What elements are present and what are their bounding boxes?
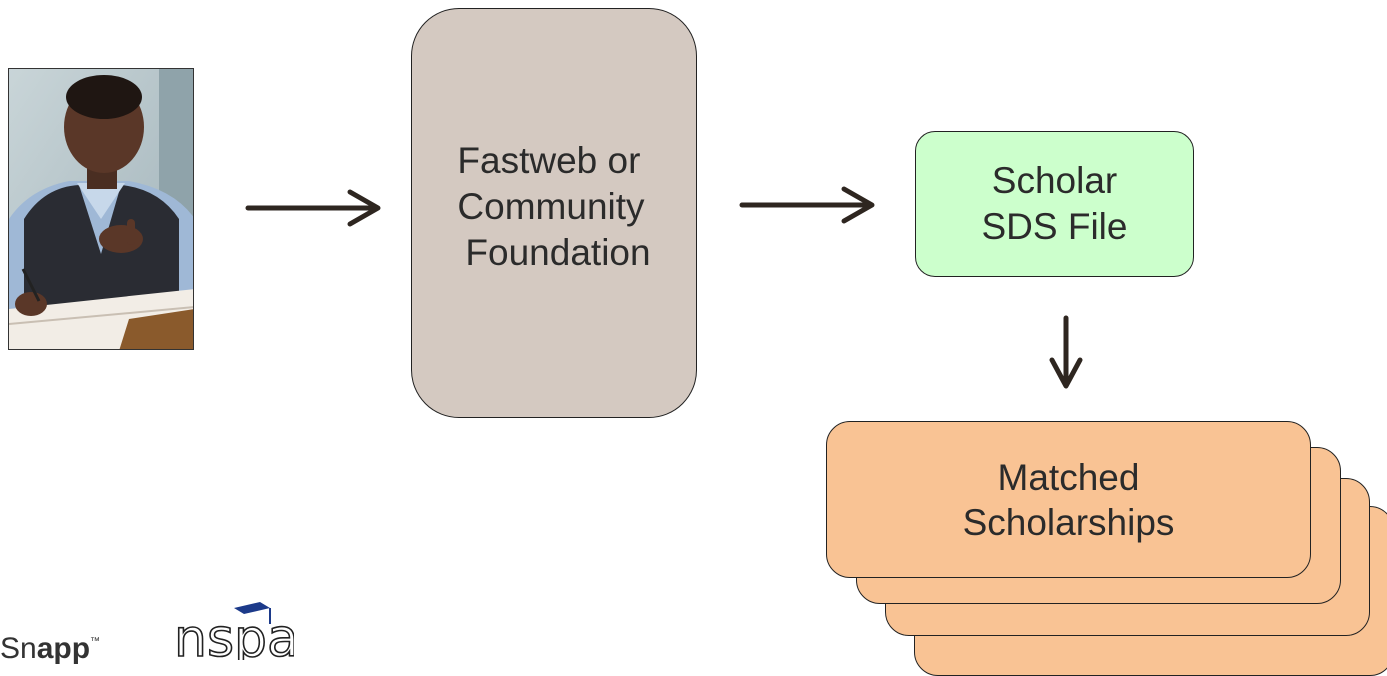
snapp-logo-tm: ™ [90, 636, 101, 647]
sds-line-2: SDS File [981, 206, 1128, 247]
nspa-logo: nspa [173, 598, 300, 670]
student-photo [8, 68, 194, 350]
foundation-line-1: Fastweb or [457, 140, 641, 181]
sds-line-1: Scholar [991, 160, 1118, 201]
nspa-logo-mark: nspa [173, 602, 300, 670]
scholar-sds-file-box: Scholar SDS File [915, 131, 1194, 277]
student-illustration [9, 69, 193, 349]
fastweb-community-foundation-box: Fastweb or Community Foundation [411, 8, 697, 418]
foundation-line-3: Foundation [465, 232, 651, 273]
arrow-foundation-to-sds [739, 186, 875, 224]
nspa-logo-text: nspa [174, 609, 294, 660]
snapp-logo: Snapp™ [0, 632, 100, 666]
snapp-logo-prefix: Sn [0, 632, 37, 665]
snapp-logo-bold: app [36, 632, 91, 665]
matched-line-2: Scholarships [962, 501, 1175, 543]
matched-line-1: Matched [997, 456, 1140, 498]
flow-arrows [245, 186, 1083, 389]
arrow-photo-to-foundation [245, 189, 381, 227]
arrow-sds-to-matched [1049, 315, 1083, 389]
foundation-line-2: Community [457, 186, 645, 227]
matched-scholarships-box: Matched Scholarships [826, 421, 1311, 578]
